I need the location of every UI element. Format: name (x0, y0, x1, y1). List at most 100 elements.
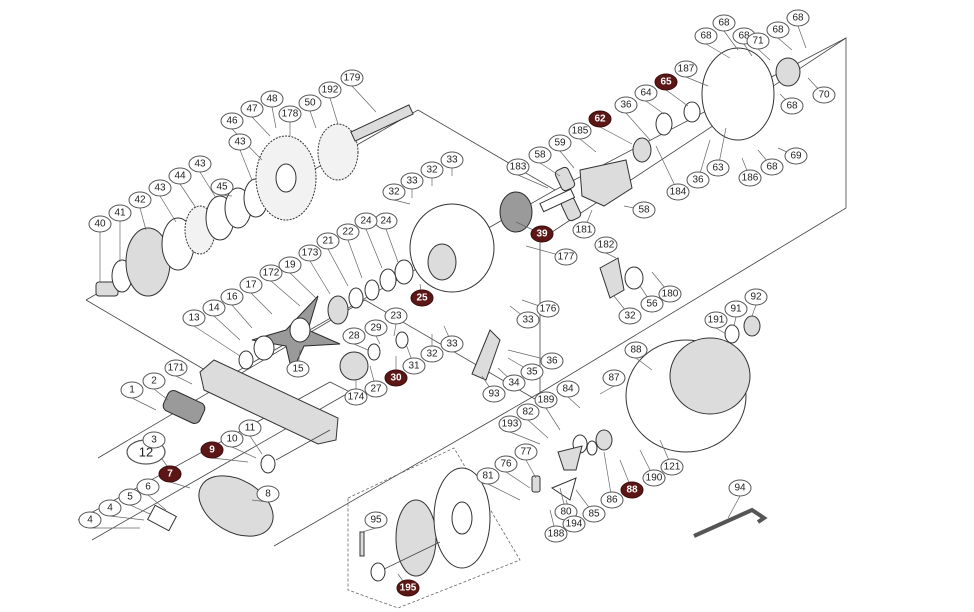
part-callout-87: 87 (602, 369, 626, 387)
callout-label: 179 (344, 73, 361, 84)
callout-label: 68 (772, 25, 784, 36)
leader-line (329, 97, 339, 125)
callout-bubble (780, 97, 804, 115)
pinion-bearing-part (499, 191, 533, 233)
callout-bubble (142, 431, 166, 449)
part-callout-88: 88 (624, 341, 648, 359)
callout-label: 65 (660, 77, 672, 88)
leader-lines (90, 25, 825, 589)
callout-bubble (766, 21, 790, 39)
part-callout-86: 86 (600, 491, 624, 509)
callout-label: 190 (646, 473, 663, 484)
callout-label: 48 (266, 94, 278, 105)
leader-line (393, 199, 411, 205)
drive-gear-assembly (95, 104, 414, 297)
part-callout-181: 181 (572, 221, 596, 239)
nut-13-part (238, 350, 254, 370)
leader-line (179, 183, 197, 209)
bushing-28-part (367, 343, 381, 361)
callout-bubble (554, 248, 578, 266)
leader-line (559, 150, 575, 169)
part-callout-68: 68 (694, 27, 718, 45)
callout-bubble (148, 179, 172, 197)
callout-bubble (528, 146, 552, 164)
callout-label: 21 (322, 236, 334, 247)
callout-bubble (498, 415, 522, 433)
callout-bubble (534, 391, 558, 409)
part-callout-11: 11 (238, 419, 262, 437)
part-callout-19: 19 (278, 256, 302, 274)
leader-line (327, 248, 349, 287)
spool-assembly (359, 467, 491, 582)
callout-label: 176 (540, 304, 557, 315)
callout-bubble (516, 403, 540, 421)
part-callout-82: 82 (516, 403, 540, 421)
pinion-shaft-part (539, 188, 576, 213)
callout-label: 85 (588, 509, 600, 520)
callout-bubble (728, 479, 752, 497)
bushing-31-part (395, 331, 409, 349)
leader-line (385, 228, 399, 263)
callout-label: 91 (730, 304, 742, 315)
hex-wrench-part (693, 507, 768, 538)
callout-label: 68 (718, 18, 730, 29)
leader-line (509, 431, 541, 445)
part-callout-59: 59 (548, 134, 572, 152)
callout-bubble (298, 244, 322, 262)
callout-label: 8 (265, 489, 271, 500)
callout-label: 181 (576, 225, 593, 236)
callout-bubble (476, 467, 500, 485)
part-callout-58: 58 (632, 201, 656, 219)
callout-bubble (98, 499, 122, 517)
leader-line (365, 228, 383, 269)
callout-bubble (536, 300, 560, 318)
callout-label: 42 (134, 195, 146, 206)
part-callout-192: 192 (318, 81, 342, 99)
callout-bubble (530, 225, 554, 243)
part-callout-43: 43 (228, 133, 252, 151)
callout-label: 193 (502, 419, 519, 430)
callout-label: 2 (151, 376, 157, 387)
callout-label: 86 (606, 495, 618, 506)
leader-line (249, 435, 263, 455)
part-callout-22: 22 (336, 223, 360, 241)
part-callout-188: 188 (544, 525, 568, 543)
callout-label: 14 (208, 303, 220, 314)
callout-bubble (548, 134, 572, 152)
callout-label: 68 (738, 31, 750, 42)
callout-bubble (582, 505, 606, 523)
part-callout-173: 173 (298, 244, 322, 262)
leader-line (211, 457, 249, 463)
leader-line (645, 100, 665, 115)
callout-bubble (382, 183, 406, 201)
leader-line (271, 106, 277, 129)
callout-label: 43 (154, 183, 166, 194)
callout-bubble (420, 345, 444, 363)
callout-bubble (746, 32, 770, 50)
callout-bubble (674, 60, 698, 78)
callout-bubble (440, 151, 464, 169)
callout-label: 185 (572, 126, 589, 137)
callout-label: 172 (263, 268, 280, 279)
callout-label: 32 (624, 311, 636, 322)
part-callout-193: 193 (498, 415, 522, 433)
spool-bearing-part (370, 562, 386, 582)
handle-shaft-line (275, 429, 331, 461)
callout-bubble (502, 374, 526, 392)
callout-label: 63 (712, 163, 724, 174)
callout-bubble (744, 288, 768, 306)
callout-label: 23 (390, 311, 402, 322)
callout-bubble (568, 122, 592, 140)
callout-bubble (712, 14, 736, 32)
callout-bubble (354, 212, 378, 230)
callout-bubble (238, 419, 262, 437)
callout-label: 58 (534, 150, 546, 161)
collar-22-part (364, 279, 380, 301)
callout-bubble (142, 372, 166, 390)
leader-line (131, 397, 157, 411)
callout-bubble (384, 307, 408, 325)
callout-label: 56 (646, 299, 658, 310)
callout-label: 81 (482, 471, 494, 482)
callout-label: 183 (510, 162, 527, 173)
part-callout-17: 17 (239, 276, 263, 294)
